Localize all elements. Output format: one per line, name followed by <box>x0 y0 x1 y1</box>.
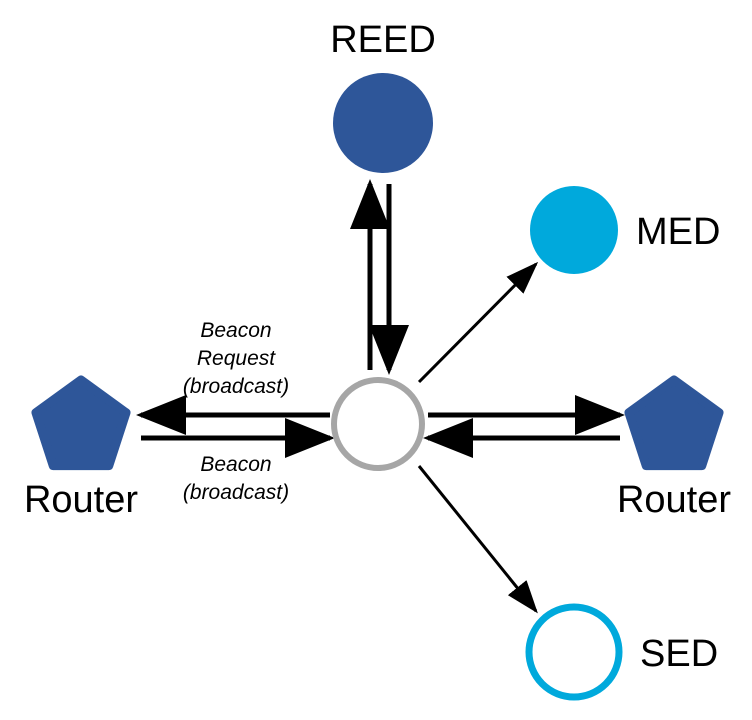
node-router-left[interactable]: Router <box>24 375 138 521</box>
med-label: MED <box>636 211 720 253</box>
beacon-label: Beacon (broadcast) <box>183 453 289 504</box>
beacon-line-1: Beacon <box>200 453 271 476</box>
node-router-right[interactable]: Router <box>617 375 731 521</box>
router-right-label: Router <box>617 479 731 521</box>
med-circle-icon[interactable] <box>530 186 618 274</box>
edge-labels-layer: Beacon Request (broadcast) Beacon (broad… <box>183 319 289 504</box>
edge-center-to-med <box>417 261 539 384</box>
reed-circle-icon[interactable] <box>333 73 433 173</box>
router-left-label: Router <box>24 479 138 521</box>
edge-center-to-sed <box>417 465 538 614</box>
beacon-request-label: Beacon Request (broadcast) <box>183 319 289 398</box>
node-med[interactable]: MED <box>530 186 720 274</box>
router-right-pentagon-icon[interactable] <box>624 375 724 471</box>
beacon-request-line-3: (broadcast) <box>183 375 289 398</box>
sed-label: SED <box>640 633 718 675</box>
beacon-line-2: (broadcast) <box>183 481 289 504</box>
sed-circle-icon[interactable] <box>525 603 623 701</box>
node-reed[interactable]: REED <box>330 19 436 173</box>
beacon-request-line-2: Request <box>197 347 276 370</box>
node-sed[interactable]: SED <box>525 603 718 701</box>
edges-layer <box>136 179 625 614</box>
reed-label: REED <box>330 19 436 61</box>
node-leader[interactable] <box>331 377 425 471</box>
beacon-request-line-1: Beacon <box>200 319 271 342</box>
leader-circle-icon[interactable] <box>331 377 425 471</box>
nodes-layer: REED MED SED Router Router <box>24 19 731 701</box>
router-left-pentagon-icon[interactable] <box>31 375 131 471</box>
